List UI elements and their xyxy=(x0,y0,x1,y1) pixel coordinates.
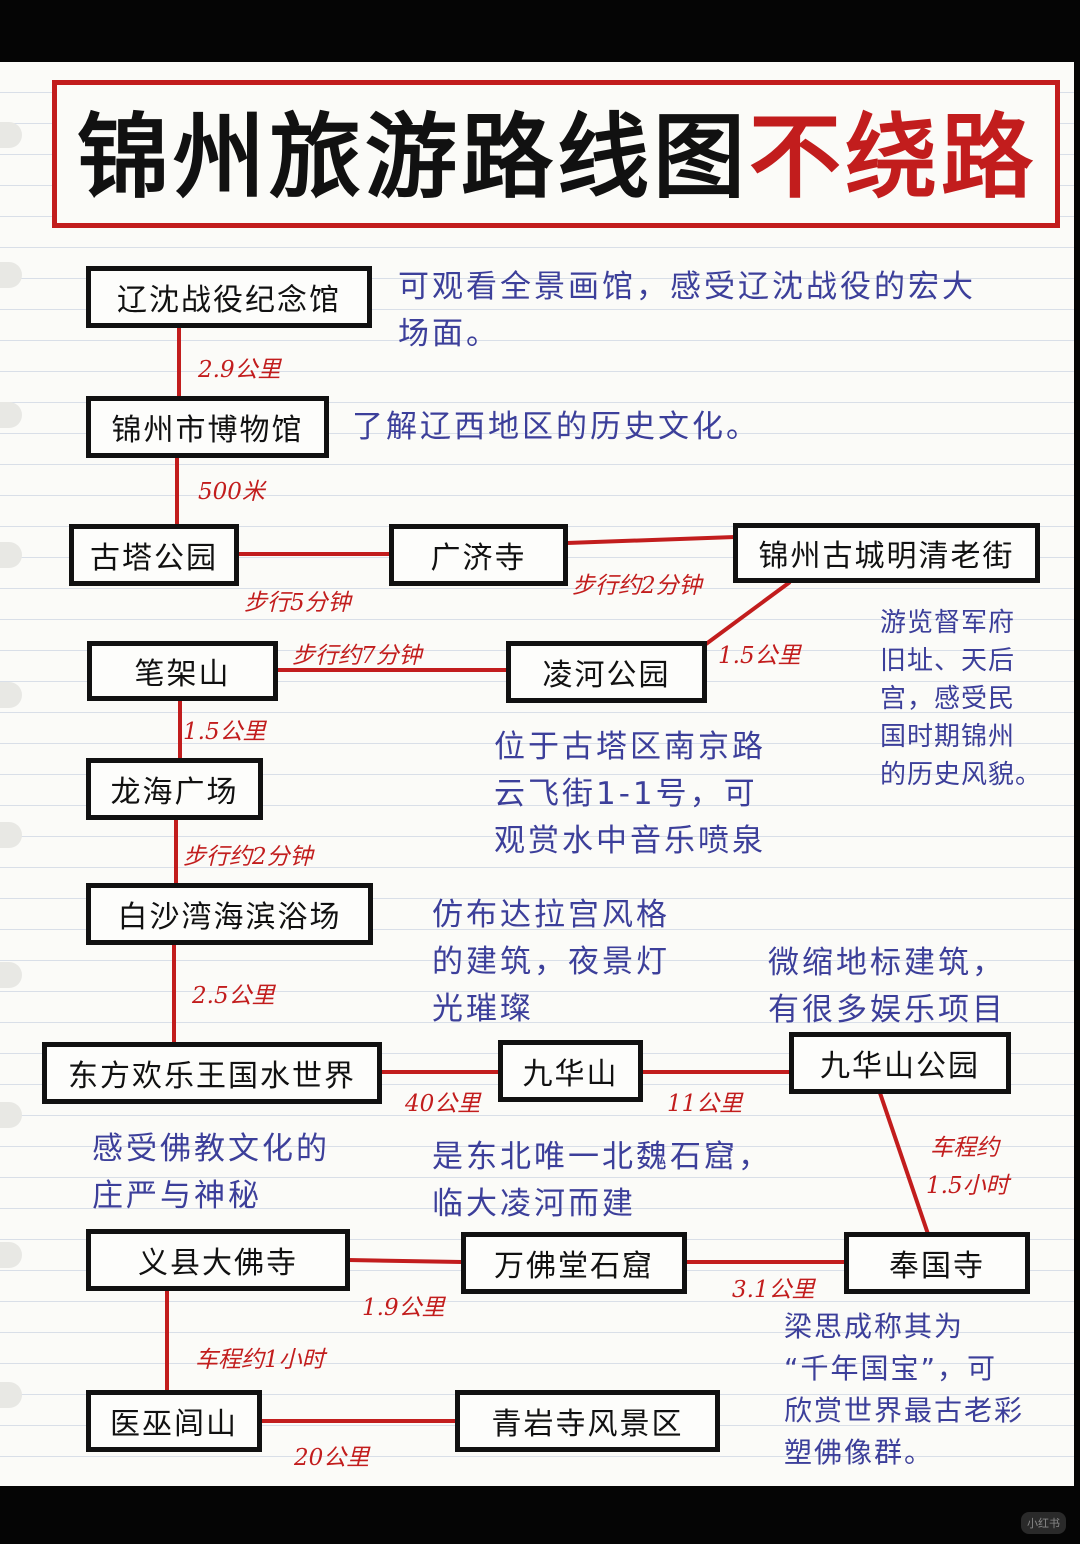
note-line: 旧址、天后 xyxy=(880,646,1016,676)
binder-hole xyxy=(0,402,22,428)
distance-label: 2.5公里 xyxy=(192,983,275,1009)
distance-label: 40公里 xyxy=(405,1091,481,1117)
distance-label: 1.5公里 xyxy=(183,719,266,745)
distance-label: 1.9公里 xyxy=(362,1295,445,1321)
note-jiuhua-park: 微缩地标建筑， 有很多娱乐项目 xyxy=(768,940,1006,1034)
note-line: 国时期锦州 xyxy=(880,722,1016,752)
note-line: 感受佛教文化的 xyxy=(92,1131,330,1167)
distance-label: 20公里 xyxy=(294,1445,370,1471)
node-yiwulv-mountain: 医巫闾山 xyxy=(86,1390,262,1452)
note-line: 观赏水中音乐喷泉 xyxy=(494,823,766,859)
node-qingyan-temple: 青岩寺风景区 xyxy=(455,1390,720,1452)
node-linghe-park: 凌河公园 xyxy=(506,641,707,703)
note-line: 的历史风貌。 xyxy=(880,760,1043,790)
binder-hole xyxy=(0,822,22,848)
watermark-logo: 小红书 xyxy=(1021,1512,1066,1534)
note-wanfotang: 是东北唯一北魏石窟， 临大凌河而建 xyxy=(432,1134,772,1228)
note-line: 可观看全景画馆，感受辽沈战役的宏大 xyxy=(398,269,976,305)
title-accent: 不绕路 xyxy=(749,103,1038,211)
note-fengguo-temple: 梁思成称其为 “千年国宝”，可 欣赏世界最古老彩 塑佛像群。 xyxy=(784,1306,1024,1474)
note-line: 临大凌河而建 xyxy=(432,1186,636,1222)
title-main: 锦州旅游路线图 xyxy=(77,103,750,211)
distance-label: 车程约1小时 xyxy=(195,1347,325,1373)
binder-hole xyxy=(0,1242,22,1268)
node-liaoshen-memorial: 辽沈战役纪念馆 xyxy=(86,266,372,328)
node-guta-park: 古塔公园 xyxy=(69,524,239,586)
route-line xyxy=(566,535,736,545)
binder-hole xyxy=(0,262,22,288)
binder-hole xyxy=(0,1382,22,1408)
node-wanfotang-grottoes: 万佛堂石窟 xyxy=(461,1232,687,1294)
distance-label: 1.5小时 xyxy=(926,1173,1009,1199)
binder-hole xyxy=(0,542,22,568)
note-line: 仿布达拉宫风格 xyxy=(432,897,670,933)
note-line: 庄严与神秘 xyxy=(92,1178,262,1214)
route-line xyxy=(704,580,792,646)
note-line: 场面。 xyxy=(398,316,500,352)
distance-label: 步行约2分钟 xyxy=(183,844,313,870)
node-yixian-buddha-temple: 义县大佛寺 xyxy=(86,1229,350,1291)
distance-label: 500米 xyxy=(198,479,265,505)
node-jiuhua-mountain: 九华山 xyxy=(498,1040,643,1102)
note-line: 光璀璨 xyxy=(432,991,534,1027)
node-old-street: 锦州古城明清老街 xyxy=(733,523,1040,583)
note-line: 塑佛像群。 xyxy=(784,1436,935,1469)
note-water-world: 仿布达拉宫风格 的建筑，夜景灯 光璀璨 xyxy=(432,892,670,1033)
title-box: 锦州旅游路线图不绕路 xyxy=(52,80,1060,228)
binder-hole xyxy=(0,122,22,148)
node-jinzhou-museum: 锦州市博物馆 xyxy=(86,396,329,458)
note-line: 游览督军府 xyxy=(880,608,1016,638)
note-line: 云飞街1-1号，可 xyxy=(494,776,758,812)
note-line: 的建筑，夜景灯 xyxy=(432,944,670,980)
distance-label: 步行约7分钟 xyxy=(292,643,422,669)
distance-label: 1.5公里 xyxy=(718,643,801,669)
node-fengguo-temple: 奉国寺 xyxy=(844,1232,1030,1294)
distance-label: 步行5分钟 xyxy=(244,590,351,616)
binder-hole xyxy=(0,962,22,988)
binder-hole xyxy=(0,682,22,708)
node-baishawan-beach: 白沙湾海滨浴场 xyxy=(86,883,373,945)
note-linghe-park: 位于古塔区南京路 云飞街1-1号，可 观赏水中音乐喷泉 xyxy=(494,724,766,865)
note-line: 是东北唯一北魏石窟， xyxy=(432,1139,772,1175)
note-liaoshen: 可观看全景画馆，感受辽沈战役的宏大 场面。 xyxy=(398,264,976,358)
note-line: 微缩地标建筑， xyxy=(768,945,1006,981)
note-line: “千年国宝”，可 xyxy=(784,1352,998,1385)
node-jiuhua-park: 九华山公园 xyxy=(789,1032,1011,1094)
distance-label: 3.1公里 xyxy=(732,1277,815,1303)
node-longhai-square: 龙海广场 xyxy=(86,758,263,820)
note-line: 欣赏世界最古老彩 xyxy=(784,1394,1025,1427)
note-museum: 了解辽西地区的历史文化。 xyxy=(352,409,760,445)
node-guangji-temple: 广济寺 xyxy=(389,524,568,586)
distance-label: 11公里 xyxy=(667,1091,743,1117)
binder-hole xyxy=(0,1102,22,1128)
note-old-street: 游览督军府 旧址、天后 宫，感受民 国时期锦州 的历史风貌。 xyxy=(880,604,1042,794)
note-line: 有很多娱乐项目 xyxy=(768,992,1006,1028)
distance-label: 2.9公里 xyxy=(198,357,281,383)
node-water-world: 东方欢乐王国水世界 xyxy=(42,1042,382,1104)
note-line: 宫，感受民 xyxy=(880,684,1016,714)
route-line xyxy=(878,1092,930,1235)
node-bijia-mountain: 笔架山 xyxy=(87,641,278,701)
page-title: 锦州旅游路线图不绕路 xyxy=(77,97,1037,217)
note-line: 梁思成称其为 xyxy=(784,1310,965,1343)
route-line xyxy=(347,1258,463,1264)
distance-label: 步行约2分钟 xyxy=(572,573,702,599)
note-line: 位于古塔区南京路 xyxy=(494,729,766,765)
note-yixian-temple: 感受佛教文化的 庄严与神秘 xyxy=(92,1126,330,1220)
distance-label: 车程约 xyxy=(930,1135,999,1161)
